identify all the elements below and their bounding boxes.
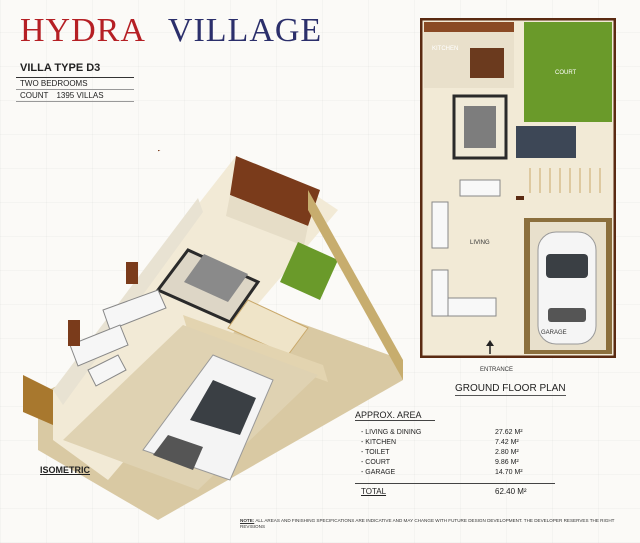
area-total-value: 62.40 M² [495,487,527,496]
iso-armchair [87,354,127,387]
iso-sofa-2 [69,324,129,367]
area-row-value: 14.70 M² [495,469,523,476]
count-label: COUNT [20,91,49,100]
plan-dining-table [464,106,496,148]
area-row: - GARAGE 14.70 M² [355,469,555,479]
plan-kitchen-island [470,48,504,78]
plan-sofa-top [459,179,501,197]
iso-kitchen-counter [226,195,308,246]
plan-toilet [516,126,576,158]
area-row-value: 7.42 M² [495,439,519,446]
area-row-label: - GARAGE [361,469,396,476]
isometric-view [23,150,403,520]
plan-title: GROUND FLOOR PLAN [455,383,566,396]
iso-garage-wall [183,315,328,382]
area-row-label: - LIVING & DINING [361,429,422,436]
area-row-label: - COURT [361,459,391,466]
villa-info-box: VILLA TYPE D3 TWO BEDROOMS COUNT 1395 VIL… [16,60,134,102]
area-row: - TOILET 2.80 M² [355,449,555,459]
bedrooms-text: TWO BEDROOMS [20,79,88,88]
iso-court [280,242,338,300]
iso-car [142,354,274,481]
page-title: HYDRA VILLAGE [20,12,322,50]
plan-stairs [529,168,601,193]
area-total-label: TOTAL [361,487,387,496]
plan-label-living: LIVING [470,240,490,246]
plan-sofa-left-2 [431,269,449,317]
area-heading: APPROX. AREA [355,410,435,421]
disclaimer-note: NOTE: ALL AREAS AND FINISHING SPECIFICAT… [240,518,630,530]
plan-kitchen-cabinets [424,22,514,32]
note-text: ALL AREAS AND FINISHING SPECIFICATIONS A… [240,518,615,529]
iso-dining-table [184,254,248,302]
villa-bedrooms: TWO BEDROOMS [16,78,134,90]
plan-sofa-left [431,201,449,249]
iso-window-1 [158,150,170,152]
plan-label-court: COURT [555,70,577,76]
area-row-value: 9.86 M² [495,459,519,466]
isometric-label: ISOMETRIC [40,465,91,475]
iso-kitchen [230,156,320,226]
iso-front-steps [23,375,53,425]
iso-window-2 [126,262,138,284]
iso-right-wall [308,190,403,380]
iso-window-3 [68,320,80,346]
iso-sofa-1 [102,289,167,331]
plan-label-garage: GARAGE [541,330,567,336]
area-row-label: - KITCHEN [361,439,396,446]
plan-court [524,22,612,122]
note-label: NOTE: [240,518,255,523]
plan-sofa-bottom [447,297,497,317]
area-row: - LIVING & DINING 27.62 M² [355,429,555,439]
area-row: - COURT 9.86 M² [355,459,555,469]
area-table: APPROX. AREA - LIVING & DINING 27.62 M² -… [355,410,555,496]
area-row-value: 27.62 M² [495,429,523,436]
count-value: 1395 VILLAS [56,91,104,100]
area-row-value: 2.80 M² [495,449,519,456]
plan-label-entrance: ENTRANCE [480,367,514,373]
villa-count: COUNT 1395 VILLAS [16,90,134,102]
area-row-label: - TOILET [361,449,390,456]
title-word-village: VILLAGE [167,12,323,49]
plan-car [537,231,597,345]
floor-plan [420,18,616,358]
villa-type: VILLA TYPE D3 [16,60,134,78]
plan-entrance-arrow [486,340,494,354]
plan-label-kitchen: KITCHEN [432,46,459,52]
area-total-row: TOTAL 62.40 M² [355,483,555,496]
area-row: - KITCHEN 7.42 M² [355,439,555,449]
title-word-hydra: HYDRA [20,12,146,49]
